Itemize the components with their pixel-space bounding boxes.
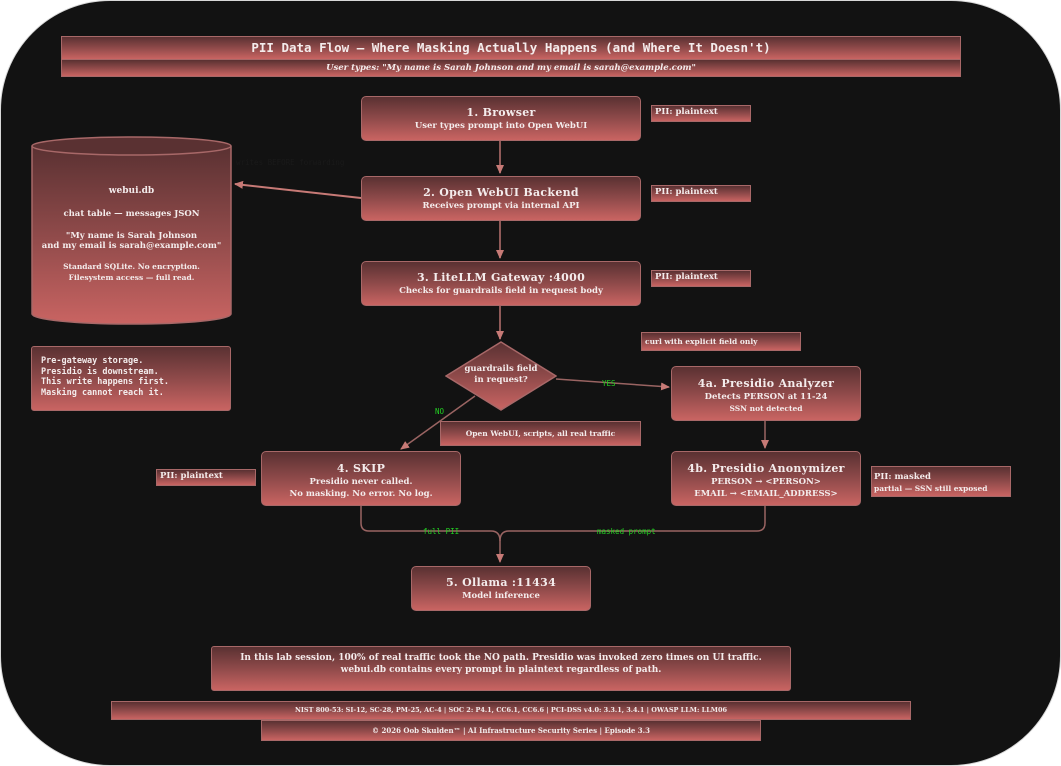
node-line1: Detects PERSON at 11-24 <box>704 392 828 402</box>
node-subtitle: Receives prompt via internal API <box>422 201 580 211</box>
yes-path-note: curl with explicit field only <box>641 332 801 351</box>
edge-label-yes: YES <box>602 379 616 388</box>
edge-label-db-write: writes BEFORE forwarding <box>236 158 345 167</box>
database-webui-db: webui.db chat table — messages JSON "My … <box>31 136 232 326</box>
title-banner: PII Data Flow — Where Masking Actually H… <box>61 36 961 60</box>
node-title: 4a. Presidio Analyzer <box>697 377 835 390</box>
edge-label-masked-prompt: masked prompt <box>597 527 656 536</box>
node-title: 2. Open WebUI Backend <box>423 186 579 199</box>
database-cylinder-icon <box>31 136 232 325</box>
pii-badge-gateway: PII: plaintext <box>651 270 751 287</box>
pii-badge-backend: PII: plaintext <box>651 185 751 202</box>
node-subtitle: Model inference <box>462 591 540 601</box>
db-quote-line2: and my email is sarah@example.com" <box>41 241 222 251</box>
node-gateway: 3. LiteLLM Gateway :4000 Checks for guar… <box>361 261 641 306</box>
db-note-line1: Standard SQLite. No encryption. <box>63 262 200 271</box>
side-note-line: Pre-gateway storage. <box>41 356 144 366</box>
node-title: 3. LiteLLM Gateway :4000 <box>416 271 586 284</box>
page-subtitle: User types: "My name is Sarah Johnson an… <box>326 63 696 73</box>
db-quote-line1: "My name is Sarah Johnson <box>65 231 198 241</box>
db-name: webui.db <box>108 186 155 196</box>
decision-diamond-shape <box>445 341 557 411</box>
side-note-line: This write happens first. <box>41 377 169 387</box>
edge-decision-skip <box>400 395 476 450</box>
edge-anonymizer-ollama <box>496 506 766 563</box>
edge-skip-ollama <box>360 506 501 542</box>
compliance-banner: NIST 800-53: SI-12, SC-28, PM-25, AC-4 |… <box>111 701 911 720</box>
node-line1: Presidio never called. <box>309 477 413 487</box>
node-line1: PERSON → <PERSON> <box>711 477 821 487</box>
decision-line2: in request? <box>474 375 528 385</box>
node-subtitle: Checks for guardrails field in request b… <box>399 286 603 296</box>
node-title: 4. SKIP <box>336 462 386 475</box>
node-title: 1. Browser <box>466 106 536 119</box>
db-note-line2: Filesystem access — full read. <box>68 273 195 282</box>
edge-backend-db <box>234 180 362 199</box>
decision-guardrails: guardrails field in request? <box>445 341 557 411</box>
page-title: PII Data Flow — Where Masking Actually H… <box>251 40 771 55</box>
node-ollama: 5. Ollama :11434 Model inference <box>411 566 591 611</box>
summary-line1: In this lab session, 100% of real traffi… <box>240 653 762 663</box>
node-presidio-analyzer: 4a. Presidio Analyzer Detects PERSON at … <box>671 366 861 421</box>
node-subtitle: User types prompt into Open WebUI <box>414 121 588 131</box>
summary-callout: In this lab session, 100% of real traffi… <box>211 646 791 691</box>
node-browser: 1. Browser User types prompt into Open W… <box>361 96 641 141</box>
pii-badge-skip: PII: plaintext <box>156 469 256 486</box>
edge-label-no: NO <box>435 407 445 416</box>
credit-banner: © 2026 Oob Skulden™ | AI Infrastructure … <box>261 720 761 741</box>
decision-line1: guardrails field <box>464 364 538 374</box>
edge-decision-analyzer <box>555 378 670 391</box>
edge-label-full-pii: full PII <box>423 527 460 536</box>
node-line2: SSN not detected <box>729 404 803 413</box>
pii-note: partial — SSN still exposed <box>874 484 988 493</box>
side-note-line: Masking cannot reach it. <box>41 387 164 398</box>
side-note: Pre-gateway storage. Presidio is downstr… <box>31 346 231 411</box>
node-title: 5. Ollama :11434 <box>445 576 557 589</box>
node-title: 4b. Presidio Anonymizer <box>687 462 845 475</box>
subtitle-banner: User types: "My name is Sarah Johnson an… <box>61 59 961 77</box>
node-line2: No masking. No error. No log. <box>289 489 433 499</box>
node-backend: 2. Open WebUI Backend Receives prompt vi… <box>361 176 641 221</box>
node-presidio-anonymizer: 4b. Presidio Anonymizer PERSON → <PERSON… <box>671 451 861 506</box>
summary-line2: webui.db contains every prompt in plaint… <box>340 665 662 675</box>
node-line2: EMAIL → <EMAIL_ADDRESS> <box>694 489 838 499</box>
db-table: chat table — messages JSON <box>63 209 200 219</box>
no-path-note: Open WebUI, scripts, all real traffic <box>440 421 641 446</box>
node-skip: 4. SKIP Presidio never called. No maskin… <box>261 451 461 506</box>
pii-badge-browser: PII: plaintext <box>651 105 751 122</box>
pii-status: PII: masked <box>874 472 931 482</box>
side-note-line: Presidio is downstream. <box>41 366 159 377</box>
pii-badge-anonymizer: PII: masked partial — SSN still exposed <box>871 466 1011 497</box>
